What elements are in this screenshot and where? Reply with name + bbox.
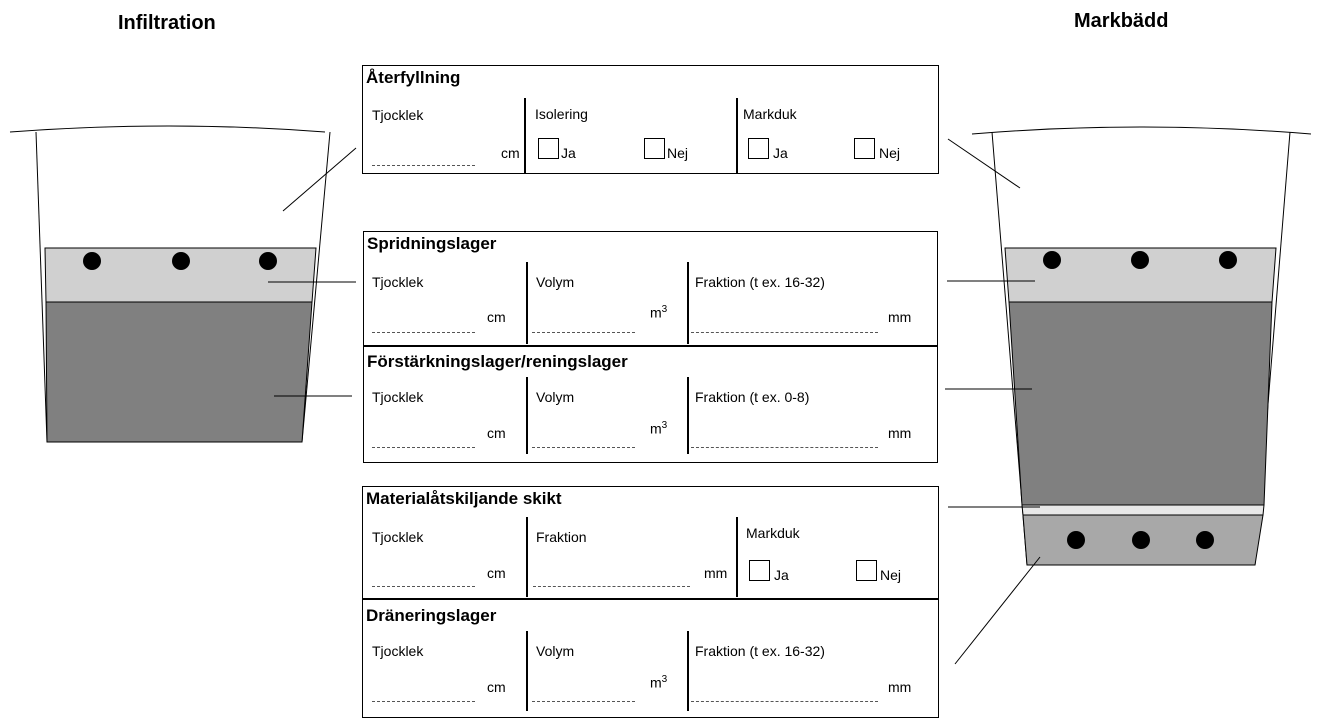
tjocklek-label: Tjocklek <box>372 529 424 545</box>
mm-unit: mm <box>888 679 912 695</box>
divider <box>736 517 738 597</box>
divider <box>526 517 528 597</box>
forstarkningslager-title: Förstärkningslager/reningslager <box>367 352 628 371</box>
markbadd-pipe-dot <box>1219 251 1237 269</box>
markduk-nej-label: Nej <box>879 145 901 161</box>
markbadd-drain-dot <box>1067 531 1085 549</box>
leader-line <box>282 147 357 212</box>
infiltration-right-wall <box>301 131 331 443</box>
aterfyllning-title: Återfyllning <box>366 68 461 87</box>
spridningslager-title: Spridningslager <box>367 234 497 253</box>
tjocklek-label: Tjocklek <box>372 643 424 659</box>
fraktion-label: Fraktion (t ex. 16-32) <box>695 643 825 659</box>
infiltration-ground-surface <box>9 125 326 133</box>
fraktion-label: Fraktion <box>536 529 587 545</box>
infiltration-trench <box>9 125 357 443</box>
markduk-nej-checkbox[interactable] <box>854 138 875 159</box>
infiltration-filter-layer <box>45 301 313 443</box>
m3-unit: m3 <box>650 304 668 321</box>
fraktion-field[interactable] <box>691 332 878 333</box>
section-separator <box>364 345 937 347</box>
markbadd-pipe-dot <box>1043 251 1061 269</box>
divider <box>526 631 528 711</box>
markbadd-title: Markbädd <box>1074 10 1169 32</box>
volym-label: Volym <box>536 643 575 659</box>
divider <box>687 262 689 344</box>
leader-line <box>947 138 1021 189</box>
markduk-label: Markduk <box>743 106 797 122</box>
aterfyllning-box: Återfyllning Tjocklek cm Isolering Ja Ne… <box>362 65 939 174</box>
cm-unit: cm <box>501 145 520 161</box>
markbadd-drain-dot <box>1196 531 1214 549</box>
mm-unit: mm <box>888 425 912 441</box>
m3-unit: m3 <box>650 420 668 437</box>
fraktion-label: Fraktion (t ex. 16-32) <box>695 274 825 290</box>
markbadd-ground-surface <box>971 126 1312 135</box>
volym-label: Volym <box>536 274 575 290</box>
volym-field[interactable] <box>532 447 635 448</box>
mm-unit: mm <box>888 309 912 325</box>
infiltration-pipe-dot <box>83 252 101 270</box>
divider <box>687 631 689 711</box>
spridning-forstarkning-box: Spridningslager Tjocklek cm Volym m3 Fra… <box>363 231 938 463</box>
infiltration-pipe-dot <box>259 252 277 270</box>
fraktion-field[interactable] <box>691 701 878 702</box>
volym-field[interactable] <box>532 701 635 702</box>
infiltration-pipe-dot <box>172 252 190 270</box>
tjocklek-field[interactable] <box>372 447 475 448</box>
cm-unit: cm <box>487 309 506 325</box>
tjocklek-label: Tjocklek <box>372 389 424 405</box>
divider <box>524 98 526 174</box>
tjocklek-label: Tjocklek <box>372 107 424 123</box>
materialatskiljande-title: Materialåtskiljande skikt <box>366 489 562 508</box>
infiltration-title: Infiltration <box>118 12 216 34</box>
markbadd-drain-dot <box>1132 531 1150 549</box>
infiltration-left-wall <box>35 131 48 443</box>
tjocklek-label: Tjocklek <box>372 274 424 290</box>
isolering-nej-label: Nej <box>667 145 689 161</box>
volym-label: Volym <box>536 389 575 405</box>
divider <box>736 98 738 174</box>
markduk-ja-checkbox[interactable] <box>749 560 770 581</box>
m3-unit: m3 <box>650 674 668 691</box>
draneringslager-title: Dräneringslager <box>366 606 497 625</box>
markbadd-pipe-dot <box>1131 251 1149 269</box>
volym-field[interactable] <box>532 332 635 333</box>
markduk-nej-checkbox[interactable] <box>856 560 877 581</box>
markduk-ja-label: Ja <box>773 145 788 161</box>
tjocklek-field[interactable] <box>372 701 475 702</box>
markbadd-filter-layer <box>1008 301 1273 506</box>
divider <box>526 377 528 454</box>
markduk-ja-label: Ja <box>774 567 789 583</box>
cm-unit: cm <box>487 425 506 441</box>
tjocklek-field[interactable] <box>372 332 475 333</box>
isolering-label: Isolering <box>535 106 588 122</box>
isolering-ja-label: Ja <box>561 145 576 161</box>
markduk-ja-checkbox[interactable] <box>748 138 769 159</box>
mm-unit: mm <box>704 565 728 581</box>
tjocklek-field[interactable] <box>372 586 475 587</box>
cm-unit: cm <box>487 565 506 581</box>
isolering-nej-checkbox[interactable] <box>644 138 665 159</box>
fraktion-field[interactable] <box>691 447 878 448</box>
fraktion-field[interactable] <box>533 586 690 587</box>
leader-line <box>954 556 1041 665</box>
markbadd-trench <box>945 126 1312 665</box>
cm-unit: cm <box>487 679 506 695</box>
divider <box>687 377 689 454</box>
material-dranering-box: Materialåtskiljande skikt Tjocklek cm Fr… <box>362 486 939 718</box>
tjocklek-field[interactable] <box>372 165 475 166</box>
isolering-ja-checkbox[interactable] <box>538 138 559 159</box>
divider <box>526 262 528 344</box>
markduk-nej-label: Nej <box>880 567 902 583</box>
markbadd-separating-layer <box>1021 504 1265 516</box>
fraktion-label: Fraktion (t ex. 0-8) <box>695 389 810 405</box>
section-separator <box>363 598 938 600</box>
markduk-label: Markduk <box>746 525 800 541</box>
